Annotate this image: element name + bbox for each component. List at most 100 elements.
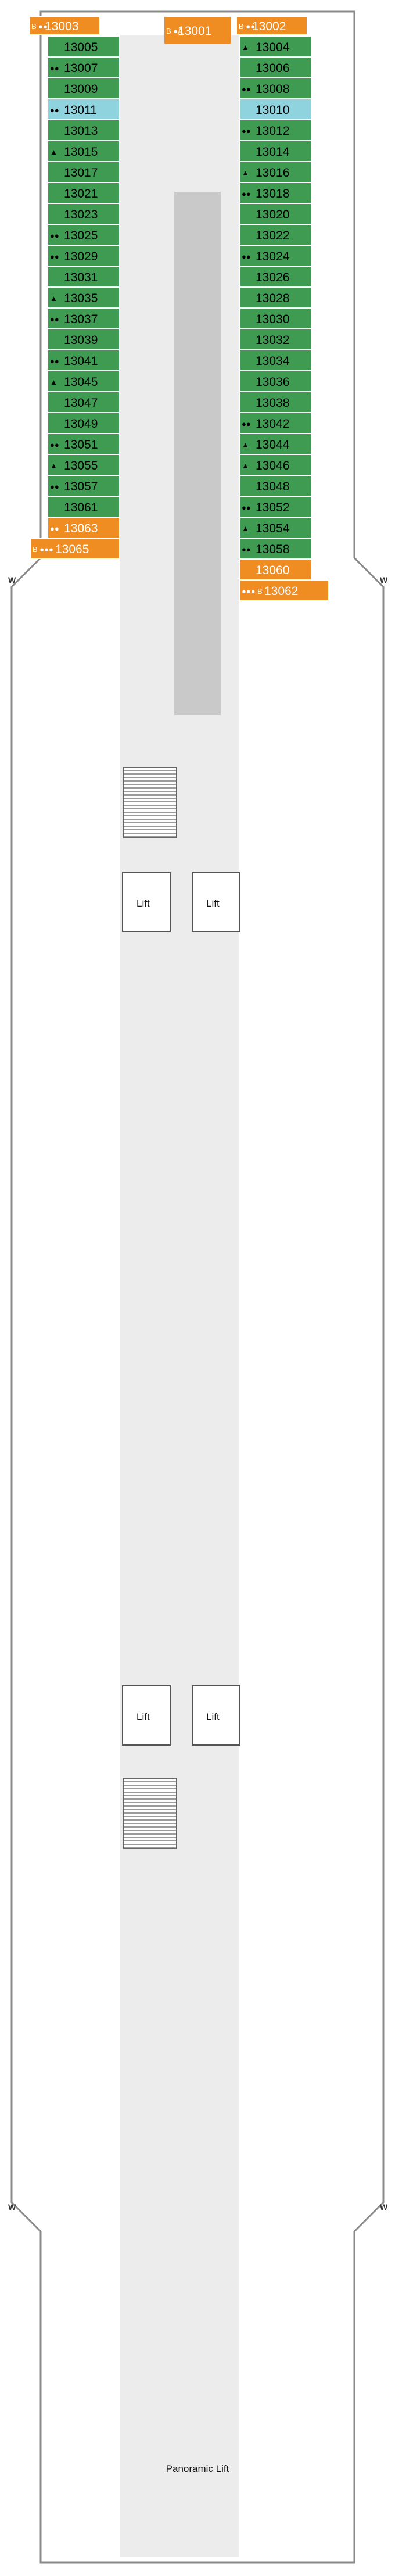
- lift-label: Lift: [206, 1711, 220, 1722]
- cabin-amenity-icons: B ●●: [31, 22, 48, 31]
- cabin-13024[interactable]: 13024●●: [239, 245, 311, 266]
- cabin-13015[interactable]: 13015▲: [48, 141, 120, 162]
- cabin-amenity-icons: ●●: [50, 440, 59, 449]
- cabin-13009[interactable]: 13009: [48, 78, 120, 99]
- cabin-13049[interactable]: 13049: [48, 413, 120, 433]
- cabin-number: 13002: [252, 19, 286, 33]
- cabin-amenity-icons: ▲: [50, 147, 58, 156]
- cabin-13047[interactable]: 13047: [48, 392, 120, 413]
- cabin-13030[interactable]: 13030: [239, 308, 311, 329]
- cabin-13031[interactable]: 13031: [48, 266, 120, 287]
- cabin-13037[interactable]: 13037●●: [48, 308, 120, 329]
- cabin-amenity-icons: B ●●●: [33, 544, 53, 554]
- cabin-13006[interactable]: 13006: [239, 57, 311, 78]
- cabin-number: 13026: [256, 270, 290, 284]
- cabin-13061[interactable]: 13061: [48, 496, 120, 517]
- cabin-13018[interactable]: 13018●●: [239, 182, 311, 203]
- cabin-13045[interactable]: 13045 ▲: [48, 371, 120, 392]
- cabin-number: 13037: [64, 312, 98, 326]
- cabin-13013[interactable]: 13013: [48, 120, 120, 141]
- cabin-number: 13047: [64, 396, 98, 410]
- cabin-number: 13029: [64, 249, 98, 263]
- cabin-amenity-icons: B ●A: [166, 26, 183, 35]
- cabin-13020[interactable]: 13020: [239, 203, 311, 224]
- cabin-13060[interactable]: 13060: [239, 559, 311, 580]
- cabin-number: 13054: [256, 521, 290, 535]
- cabin-13023[interactable]: 13023: [48, 203, 120, 224]
- cabin-13012[interactable]: 13012●●: [239, 120, 311, 141]
- cabin-13036[interactable]: 13036: [239, 371, 311, 392]
- cabin-amenity-icons: ●●: [50, 252, 59, 261]
- cabin-13022[interactable]: 13022: [239, 224, 311, 245]
- cabin-13011[interactable]: 13011●●: [48, 99, 120, 120]
- cabin-13054[interactable]: 13054 ▲: [239, 517, 311, 538]
- cabin-amenity-icons: B ●●: [239, 22, 255, 31]
- cabin-13008[interactable]: 13008●●: [239, 78, 311, 99]
- cabin-number: 13052: [256, 500, 290, 514]
- cabin-13055[interactable]: 13055▲: [48, 454, 120, 475]
- cabin-13058[interactable]: 13058●●: [239, 538, 311, 559]
- lift-label: Lift: [137, 1711, 150, 1722]
- cabin-number: 13023: [64, 207, 98, 221]
- cabin-amenity-icons: ▲: [50, 377, 58, 386]
- cabin-13046[interactable]: 13046▲: [239, 454, 311, 475]
- cabin-13057[interactable]: 13057●●: [48, 475, 120, 496]
- cabin-number: 13032: [256, 333, 290, 347]
- wind-label: W: [8, 575, 16, 585]
- cabin-13062[interactable]: 13062●●● B: [239, 580, 329, 601]
- cabin-13041[interactable]: 13041●●: [48, 350, 120, 371]
- cabin-amenity-icons: ●●● B: [242, 586, 263, 596]
- cabin-13029[interactable]: 13029 ●●: [48, 245, 120, 266]
- cabin-13042[interactable]: 13042●●: [239, 413, 311, 433]
- cabin-13004[interactable]: 13004▲: [239, 36, 311, 57]
- cabin-number: 13049: [64, 417, 98, 431]
- cabin-13035[interactable]: 13035▲: [48, 287, 120, 308]
- cabin-number: 13062: [264, 584, 299, 598]
- cabin-13016[interactable]: 13016▲: [239, 162, 311, 182]
- cabin-13034[interactable]: 13034: [239, 350, 311, 371]
- cabin-13038[interactable]: 13038: [239, 392, 311, 413]
- cabin-number: 13013: [64, 124, 98, 138]
- cabin-number: 13045: [64, 375, 98, 389]
- cabin-amenity-icons: ▲: [242, 524, 249, 533]
- cabin-number: 13058: [256, 542, 290, 556]
- cabin-number: 13031: [64, 270, 98, 284]
- cabin-number: 13014: [256, 145, 290, 159]
- cabin-number: 13034: [256, 354, 290, 368]
- cabin-13005[interactable]: 13005: [48, 36, 120, 57]
- cabin-number: 13051: [64, 438, 98, 452]
- cabin-13026[interactable]: 13026: [239, 266, 311, 287]
- cabin-13044[interactable]: 13044▲: [239, 433, 311, 454]
- cabin-amenity-icons: ●●: [242, 503, 251, 512]
- cabin-number: 13024: [256, 249, 290, 263]
- cabin-amenity-icons: ●●: [50, 482, 59, 491]
- cabin-number: 13030: [256, 312, 290, 326]
- cabin-number: 13055: [64, 458, 98, 472]
- cabin-amenity-icons: ●●: [50, 105, 59, 114]
- cabin-13007[interactable]: 13007●●: [48, 57, 120, 78]
- cabin-13017[interactable]: 13017: [48, 162, 120, 182]
- cabin-13052[interactable]: 13052 ●●: [239, 496, 311, 517]
- cabin-amenity-icons: ●●: [50, 356, 59, 366]
- cabin-amenity-icons: ●●: [50, 63, 59, 73]
- cabin-13028[interactable]: 13028: [239, 287, 311, 308]
- cabin-number: 13006: [256, 61, 290, 75]
- cabin-13063[interactable]: 13063●●: [48, 517, 120, 538]
- cabin-number: 13003: [45, 19, 79, 33]
- cabin-number: 13025: [64, 228, 98, 242]
- cabin-13039[interactable]: 13039: [48, 329, 120, 350]
- wind-label: W: [8, 2202, 16, 2212]
- lift-label: Lift: [206, 898, 220, 909]
- cabin-13025[interactable]: 13025●●: [48, 224, 120, 245]
- cabin-13021[interactable]: 13021: [48, 182, 120, 203]
- cabin-13051[interactable]: 13051 ●●: [48, 433, 120, 454]
- cabin-13032[interactable]: 13032: [239, 329, 311, 350]
- cabin-13014[interactable]: 13014: [239, 141, 311, 162]
- cabin-13010[interactable]: 13010: [239, 99, 311, 120]
- staircase: [123, 767, 177, 838]
- cabin-13048[interactable]: 13048: [239, 475, 311, 496]
